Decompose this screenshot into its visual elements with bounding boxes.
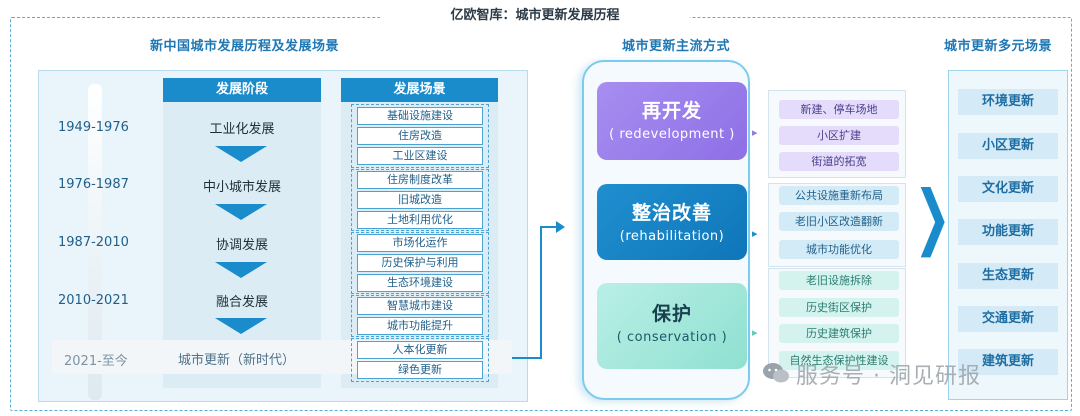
method-title: 保护 bbox=[651, 303, 692, 325]
year-label: 1976-1987 bbox=[58, 177, 129, 192]
page-title: 亿欧智库：城市更新发展历程 bbox=[380, 6, 690, 26]
year-label: 2021-至今 bbox=[64, 354, 128, 369]
scene-header: 发展场景 bbox=[341, 78, 498, 102]
scene-tag: 小区更新 bbox=[958, 133, 1058, 159]
connector-line bbox=[540, 226, 558, 228]
scene-tag: 功能更新 bbox=[958, 219, 1058, 245]
timeline-rail bbox=[88, 84, 102, 400]
method-item: 街道的拓宽 bbox=[779, 152, 899, 171]
arrow-right-icon: ▸ bbox=[752, 326, 758, 339]
stage-label: 融合发展 bbox=[215, 295, 268, 310]
stage-label: 城市更新（新时代） bbox=[178, 353, 296, 368]
arrow-right-icon: ▸ bbox=[752, 227, 758, 240]
down-arrow-icon bbox=[215, 204, 267, 220]
year-label: 1987-2010 bbox=[58, 235, 129, 250]
method-item: 小区扩建 bbox=[779, 126, 899, 145]
stage-column bbox=[163, 78, 321, 388]
scene-item: 住房制度改革 bbox=[357, 171, 483, 189]
connector-line bbox=[512, 357, 542, 359]
down-arrow-icon bbox=[215, 318, 267, 334]
method-item: 历史街区保护 bbox=[779, 298, 899, 317]
scene-group bbox=[351, 295, 489, 337]
scene-item: 基础设施建设 bbox=[357, 107, 483, 125]
stage-header: 发展阶段 bbox=[163, 78, 321, 102]
scene-group bbox=[351, 232, 489, 294]
down-arrow-icon bbox=[215, 262, 267, 278]
method-subtitle: (rehabilitation) bbox=[619, 229, 725, 244]
method-title: 整治改善 bbox=[631, 202, 712, 224]
section-title-history: 新中国城市发展历程及发展场景 bbox=[150, 39, 340, 54]
method-item: 新建、停车场地 bbox=[779, 100, 899, 119]
scene-tag: 环境更新 bbox=[958, 89, 1058, 115]
scene-item: 土地利用优化 bbox=[357, 211, 483, 229]
arrow-right-icon: ▸ bbox=[752, 126, 758, 139]
method-item: 公共设施重新布局 bbox=[779, 186, 899, 205]
method-item: 历史建筑保护 bbox=[779, 324, 899, 343]
chevron-right-icon: ❯ bbox=[914, 176, 951, 258]
scene-group bbox=[351, 338, 489, 382]
scene-tag: 建筑更新 bbox=[958, 349, 1058, 375]
method-card-redevelopment: 再开发 ( redevelopment ) bbox=[597, 82, 747, 160]
method-item: 城市功能优化 bbox=[779, 240, 899, 259]
method-subtitle: ( redevelopment ) bbox=[609, 127, 735, 142]
stage-label: 协调发展 bbox=[215, 238, 268, 253]
method-card-rehabilitation: 整治改善 (rehabilitation) bbox=[597, 184, 747, 260]
scene-item: 住房改造 bbox=[357, 127, 483, 145]
wechat-icon bbox=[763, 363, 789, 383]
year-label: 2010-2021 bbox=[58, 293, 129, 308]
scene-item: 城市功能提升 bbox=[357, 317, 483, 335]
scene-item: 历史保护与利用 bbox=[357, 254, 483, 272]
connector-line bbox=[540, 226, 542, 359]
scene-item: 智慧城市建设 bbox=[357, 297, 483, 315]
scene-item: 绿色更新 bbox=[357, 361, 483, 379]
arrow-right-icon bbox=[556, 221, 565, 233]
watermark-text: 服务号 · 洞见研报 bbox=[796, 364, 981, 389]
scene-tag: 文化更新 bbox=[958, 176, 1058, 202]
scene-item: 市场化运作 bbox=[357, 234, 483, 252]
scene-group bbox=[351, 104, 489, 168]
method-subtitle: ( conservation ) bbox=[616, 330, 728, 345]
section-title-methods: 城市更新主流方式 bbox=[622, 39, 731, 54]
scene-item: 旧城改造 bbox=[357, 191, 483, 209]
stage-label: 中小城市发展 bbox=[202, 180, 281, 195]
scene-item: 人本化更新 bbox=[357, 341, 483, 359]
down-arrow-icon bbox=[215, 146, 267, 162]
scene-item: 工业区建设 bbox=[357, 147, 483, 165]
method-card-conservation: 保护 ( conservation ) bbox=[597, 283, 747, 369]
scene-tag: 生态更新 bbox=[958, 263, 1058, 289]
method-title: 再开发 bbox=[641, 100, 702, 122]
section-title-scenes: 城市更新多元场景 bbox=[944, 39, 1053, 54]
scene-item: 生态环境建设 bbox=[357, 274, 483, 292]
scene-tag: 交通更新 bbox=[958, 306, 1058, 332]
year-label: 1949-1976 bbox=[58, 120, 129, 135]
method-item: 自然生态保护性建设 bbox=[779, 351, 899, 370]
scene-group bbox=[351, 169, 489, 231]
method-item: 老旧小区改造翻新 bbox=[779, 212, 899, 231]
stage-label: 工业化发展 bbox=[209, 122, 275, 137]
method-item: 老旧设施拆除 bbox=[779, 271, 899, 290]
